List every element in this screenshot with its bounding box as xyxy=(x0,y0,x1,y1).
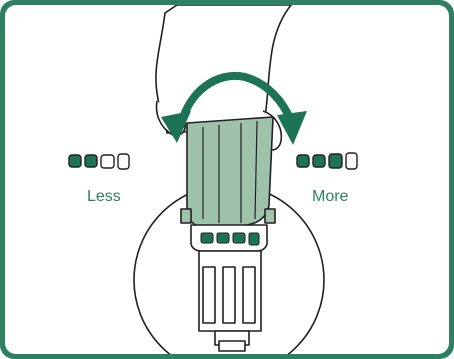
nozzle-adjustment-illustration xyxy=(68,5,358,354)
less-label: Less xyxy=(87,188,121,205)
less-indicator-icon xyxy=(68,153,130,170)
diagram-canvas: Less More xyxy=(5,5,449,354)
device-flow-indicator xyxy=(200,232,260,246)
nozzle-cap xyxy=(180,116,276,228)
rotate-arrow-icon xyxy=(161,71,307,145)
nozzle-body xyxy=(190,224,268,352)
more-indicator-icon xyxy=(296,152,358,170)
more-label: More xyxy=(312,188,349,205)
